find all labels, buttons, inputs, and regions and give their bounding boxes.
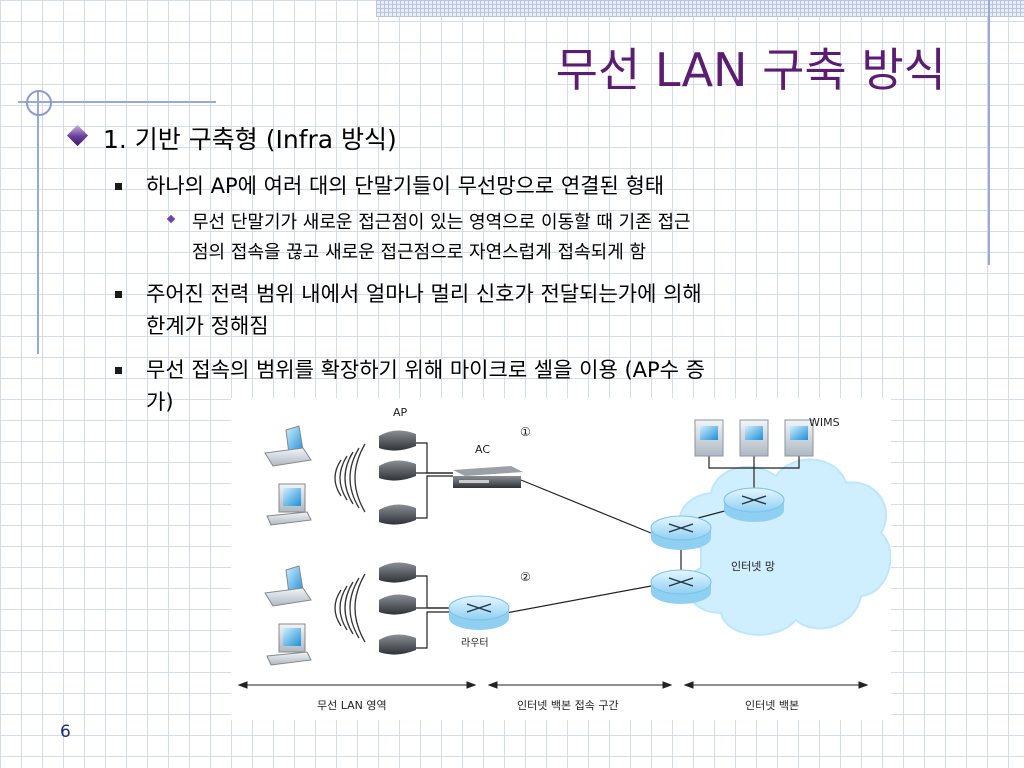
bullet-microcell-line1: 무선 접속의 범위를 확장하기 위해 마이크로 셀을 이용 (AP수 증 [146,358,705,382]
server-icon [694,419,814,457]
ac-label: AC [475,443,490,456]
router-icon [723,487,785,522]
desktop-pc-icon [266,483,312,526]
zone-access-label: 인터넷 백본 접속 구간 [517,699,619,712]
bullet-range-line2: 한계가 정해짐 [146,314,269,338]
heading-infra: 1. 기반 구축형 (Infra 방식) [103,125,397,154]
bullet-range-line1: 주어진 전력 범위 내에서 얼마나 멀리 신호가 전달되는가에 의해 [146,282,702,306]
access-controller-icon [453,466,523,488]
square-bullet-icon [115,183,122,190]
top-pattern-band [376,0,1024,17]
title-underline [18,101,216,103]
access-point-icon [379,430,416,655]
wireless-signal-icon [334,443,366,643]
path1-marker: ① [520,425,531,439]
left-accent-line [37,92,39,354]
wims-label: WIMS [809,416,840,429]
range-arrows [237,681,869,689]
zone-backbone-label: 인터넷 백본 [745,699,799,712]
router-label: 라우터 [461,637,489,649]
laptop-icon [264,565,312,607]
corner-circle-ornament [26,90,52,116]
desktop-pc-icon [266,623,312,666]
diamond-bullet-icon [66,124,89,147]
laptop-icon [264,425,312,467]
ap-label: AP [393,406,408,419]
square-bullet-icon [115,367,122,374]
bullet-microcell-line2: 가) [146,390,174,414]
right-accent-line [988,0,990,265]
internet-cloud [678,458,892,636]
square-bullet-icon [115,291,122,298]
network-diagram: AP AC WIMS ① ② 인터넷 망 라우터 무선 LAN 영역 인터넷 백… [231,398,892,720]
path2-marker: ② [520,570,531,584]
small-diamond-bullet-icon [166,214,176,224]
router-icon [650,569,712,604]
router-icon [650,515,712,550]
slide-title: 무선 LAN 구축 방식 [555,43,946,97]
bullet-ap-connection: 하나의 AP에 여러 대의 단말기들이 무선망으로 연결된 형태 [146,174,665,198]
sub-bullet-line2: 점의 접속을 끊고 새로운 접근점으로 자연스럽게 접속되게 함 [192,242,647,263]
zone-wlan-label: 무선 LAN 영역 [317,699,387,712]
page-number: 6 [60,722,71,742]
router-icon [448,595,510,630]
internet-label: 인터넷 망 [731,560,775,573]
sub-bullet-line1: 무선 단말기가 새로운 접근점이 있는 영역으로 이동할 때 기존 접근 [192,212,691,233]
